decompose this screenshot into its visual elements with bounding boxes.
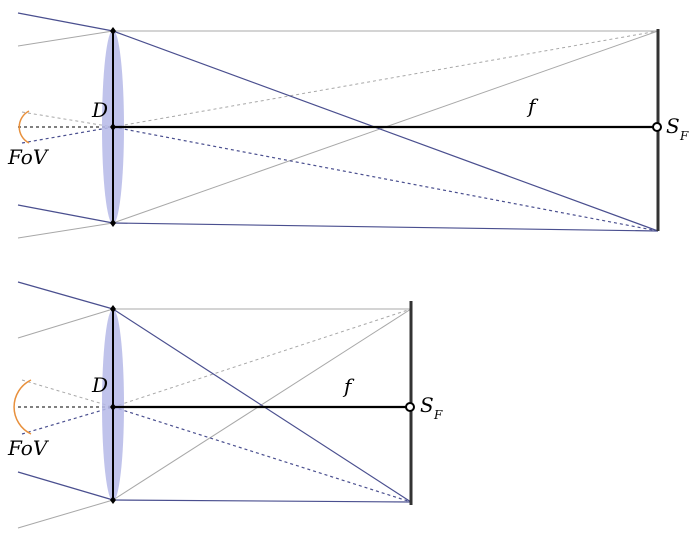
focal-length-label: f	[342, 374, 355, 398]
chief-rays	[17, 12, 659, 232]
grey-rays-2	[17, 308, 412, 529]
chief-ray-left-upper	[17, 12, 114, 32]
focal-point-marker	[652, 122, 662, 132]
focal-length-label: f	[526, 94, 539, 118]
panel-long-focal: D f S F FoV	[7, 12, 689, 239]
lens-center-marker	[110, 123, 116, 131]
sensor-label: S	[666, 114, 680, 138]
sensor-label: S	[420, 393, 434, 417]
lens-top-marker	[110, 27, 116, 35]
aperture-label: D	[91, 98, 108, 122]
sensor-subscript: F	[679, 129, 689, 143]
chief-ray-left-upper	[17, 281, 114, 310]
fov-label: FoV	[7, 436, 50, 460]
grey-ray-left-lower	[17, 222, 114, 239]
chief-ray-dashed-left-lower	[21, 406, 114, 435]
fov-label: FoV	[7, 145, 50, 169]
grey-ray-dashed-upper	[112, 30, 659, 128]
chief-ray-dashed-lower	[112, 126, 659, 232]
lens-top-marker	[110, 305, 116, 313]
fov-arc	[13, 379, 32, 435]
grey-ray-diagonal-up	[112, 308, 412, 501]
grey-ray-dashed-upper	[112, 308, 412, 408]
chief-ray-left-lower	[17, 471, 114, 501]
grey-ray-left-upper	[17, 30, 114, 47]
chief-ray-diagonal-down	[112, 30, 659, 232]
chief-ray-dashed-left-lower	[21, 126, 114, 144]
chief-rays-2	[17, 281, 412, 503]
chief-ray-left-lower	[17, 204, 114, 224]
chief-ray-bottom	[112, 499, 412, 503]
panel-short-focal: D f S F FoV	[7, 281, 443, 529]
fov-arc	[18, 110, 30, 144]
grey-ray-left-upper	[17, 308, 114, 339]
lens-bottom-marker	[110, 496, 116, 504]
sensor-subscript: F	[433, 408, 443, 422]
chief-ray-diagonal-down	[112, 308, 412, 503]
grey-ray-left-lower	[17, 499, 114, 529]
chief-ray-bottom	[112, 222, 659, 232]
focal-point-marker	[405, 402, 415, 412]
lens-bottom-marker	[110, 219, 116, 227]
aperture-label: D	[91, 373, 108, 397]
chief-ray-dashed-lower	[112, 406, 412, 503]
lens-center-marker	[110, 403, 116, 411]
grey-ray-dashed-left-upper	[21, 379, 114, 408]
